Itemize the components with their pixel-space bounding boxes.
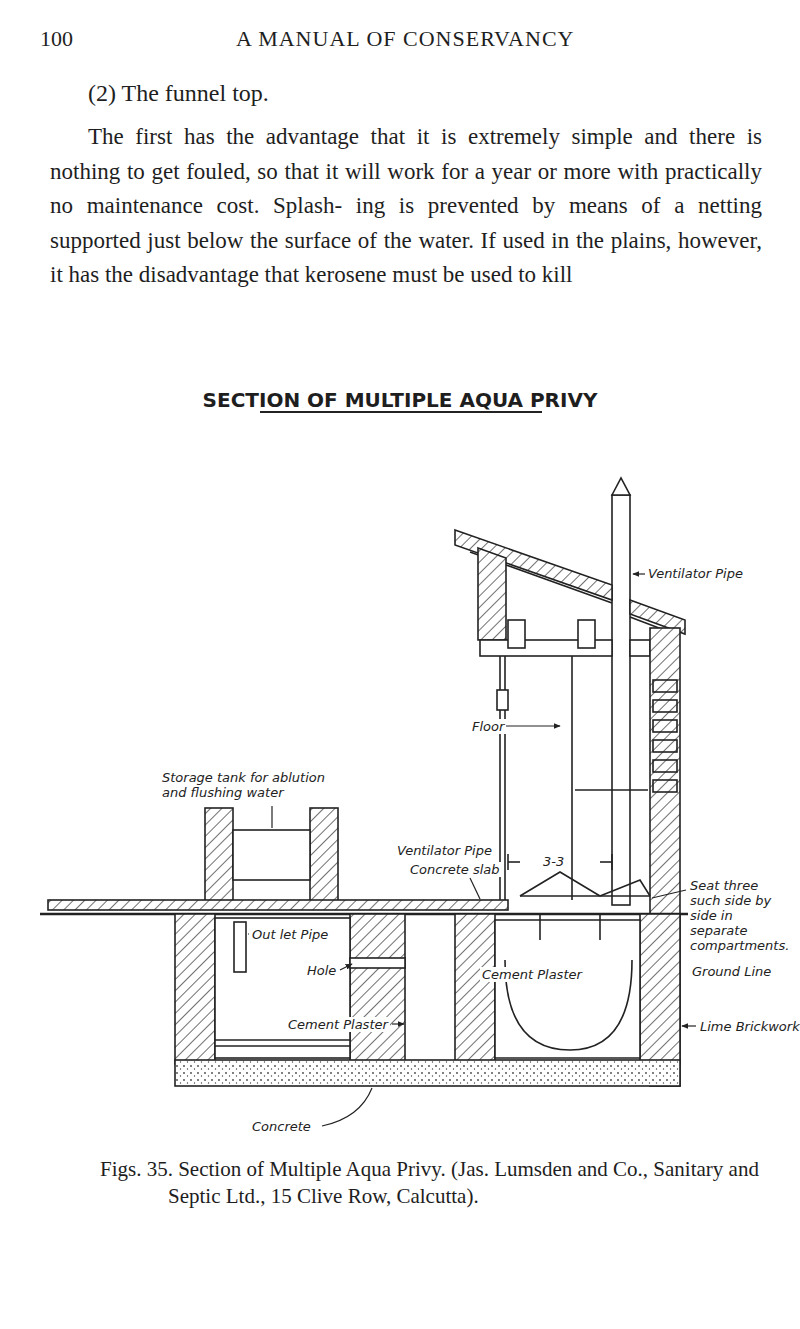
figure-caption: Figs. 35. Section of Multiple Aqua Privy… [100,1156,765,1210]
part-label: Floor [470,719,506,734]
page-number: 100 [40,26,73,52]
part-label: Concrete slab [408,862,502,877]
body-paragraph: The first has the advantage that it is e… [50,120,762,293]
dimension-label: 3-3 [541,854,566,869]
diagram-title: SECTION OF MULTIPLE AQUA PRIVY [0,388,800,412]
part-label: Ground Line [690,964,773,979]
part-label: Hole [305,963,338,978]
part-label: Cement Plaster [480,967,584,982]
part-label: Seat three such side by side in separate… [688,878,792,953]
part-label: Concrete [250,1119,313,1134]
part-label: Ventilator Pipe [395,843,494,858]
subheading: (2) The funnel top. [88,80,269,107]
running-head: A MANUAL OF CONSERVANCY [236,26,574,52]
part-label: Out let Pipe [250,927,330,942]
part-label: Storage tank for ablution and flushing w… [160,770,354,800]
part-label: Lime Brickwork [698,1019,800,1034]
part-label: Ventilator Pipe [646,566,745,581]
part-label: Cement Plaster [286,1017,390,1032]
